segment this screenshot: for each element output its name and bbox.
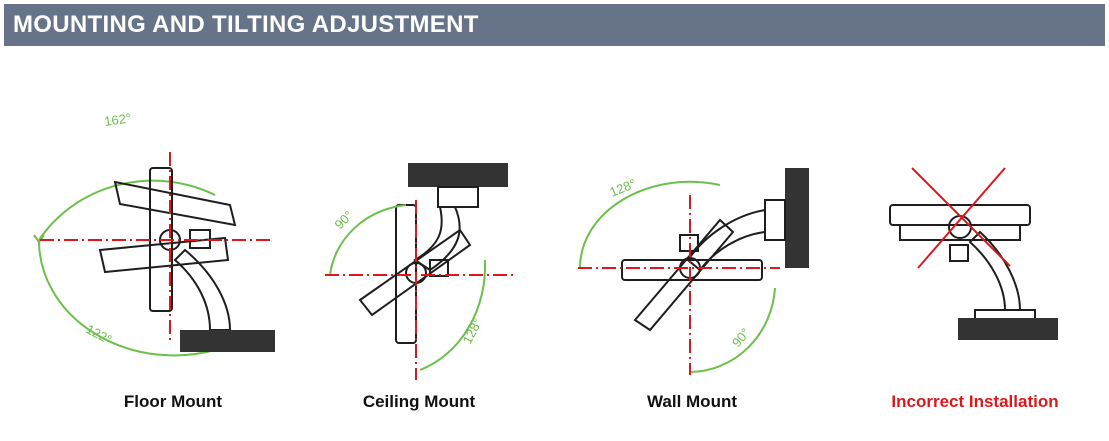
angle-label-upper: 128° <box>608 176 639 200</box>
cross-line-1 <box>911 167 1011 267</box>
tilt-arc-lower <box>689 287 776 373</box>
wall-mount-diagram: 128° 90° <box>578 168 809 375</box>
floor-mount-diagram: 162° 122° <box>33 110 275 357</box>
tilt-arc-lower <box>37 239 216 357</box>
tilt-arc-lower <box>419 259 487 371</box>
floor-base <box>180 330 275 352</box>
angle-label-lower: 122° <box>84 321 115 347</box>
ceiling-mount-diagram: 90° 128° <box>325 163 515 380</box>
section-title: MOUNTING AND TILTING ADJUSTMENT <box>13 11 479 38</box>
mounting-arm <box>968 230 1022 311</box>
tilt-arc-upper <box>329 204 407 276</box>
tilted-fixture <box>358 228 472 317</box>
caption-wall-mount: Wall Mount <box>646 392 737 411</box>
tilted-fixture <box>113 180 237 227</box>
caption-floor-mount: Floor Mount <box>123 392 223 411</box>
angle-label-lower: 128° <box>459 316 485 347</box>
section-header: MOUNTING AND TILTING ADJUSTMENT <box>4 4 1105 46</box>
tilted-fixture <box>633 218 735 332</box>
tilt-arc-upper <box>578 180 721 269</box>
caption-incorrect-installation: Incorrect Installation <box>891 392 1059 411</box>
floor-base <box>958 318 1058 340</box>
wall-plate <box>785 168 809 268</box>
mounting-arm <box>686 208 766 272</box>
cross-line-2 <box>917 167 1006 269</box>
ceiling-plate <box>408 163 508 187</box>
incorrect-installation-diagram <box>889 167 1058 340</box>
angle-label-upper: 162° <box>103 110 132 129</box>
tilt-arc-upper <box>38 179 216 241</box>
caption-ceiling-mount: Ceiling Mount <box>362 392 476 411</box>
angle-label-upper: 90° <box>332 208 357 233</box>
